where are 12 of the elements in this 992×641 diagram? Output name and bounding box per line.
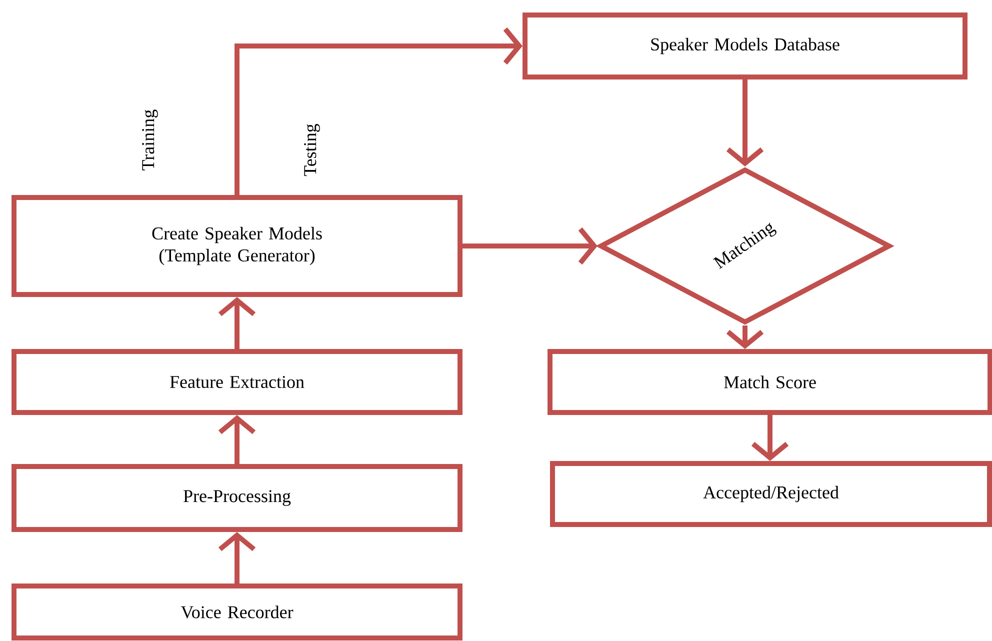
process-box: Pre-Processing <box>12 464 462 532</box>
arrow <box>462 227 598 265</box>
process-box: Accepted/Rejected <box>550 461 992 527</box>
process-box: Speaker Models Database <box>522 12 968 80</box>
process-box: Voice Recorder <box>12 584 462 640</box>
process-box: Feature Extraction <box>12 349 462 415</box>
process-box: Match Score <box>548 349 992 415</box>
process-box: Create Speaker Models (Template Generator) <box>12 195 462 297</box>
arrow <box>726 80 764 166</box>
arrow <box>234 27 522 195</box>
branch-label: Training <box>142 110 158 170</box>
branch-label: Testing <box>304 124 320 176</box>
